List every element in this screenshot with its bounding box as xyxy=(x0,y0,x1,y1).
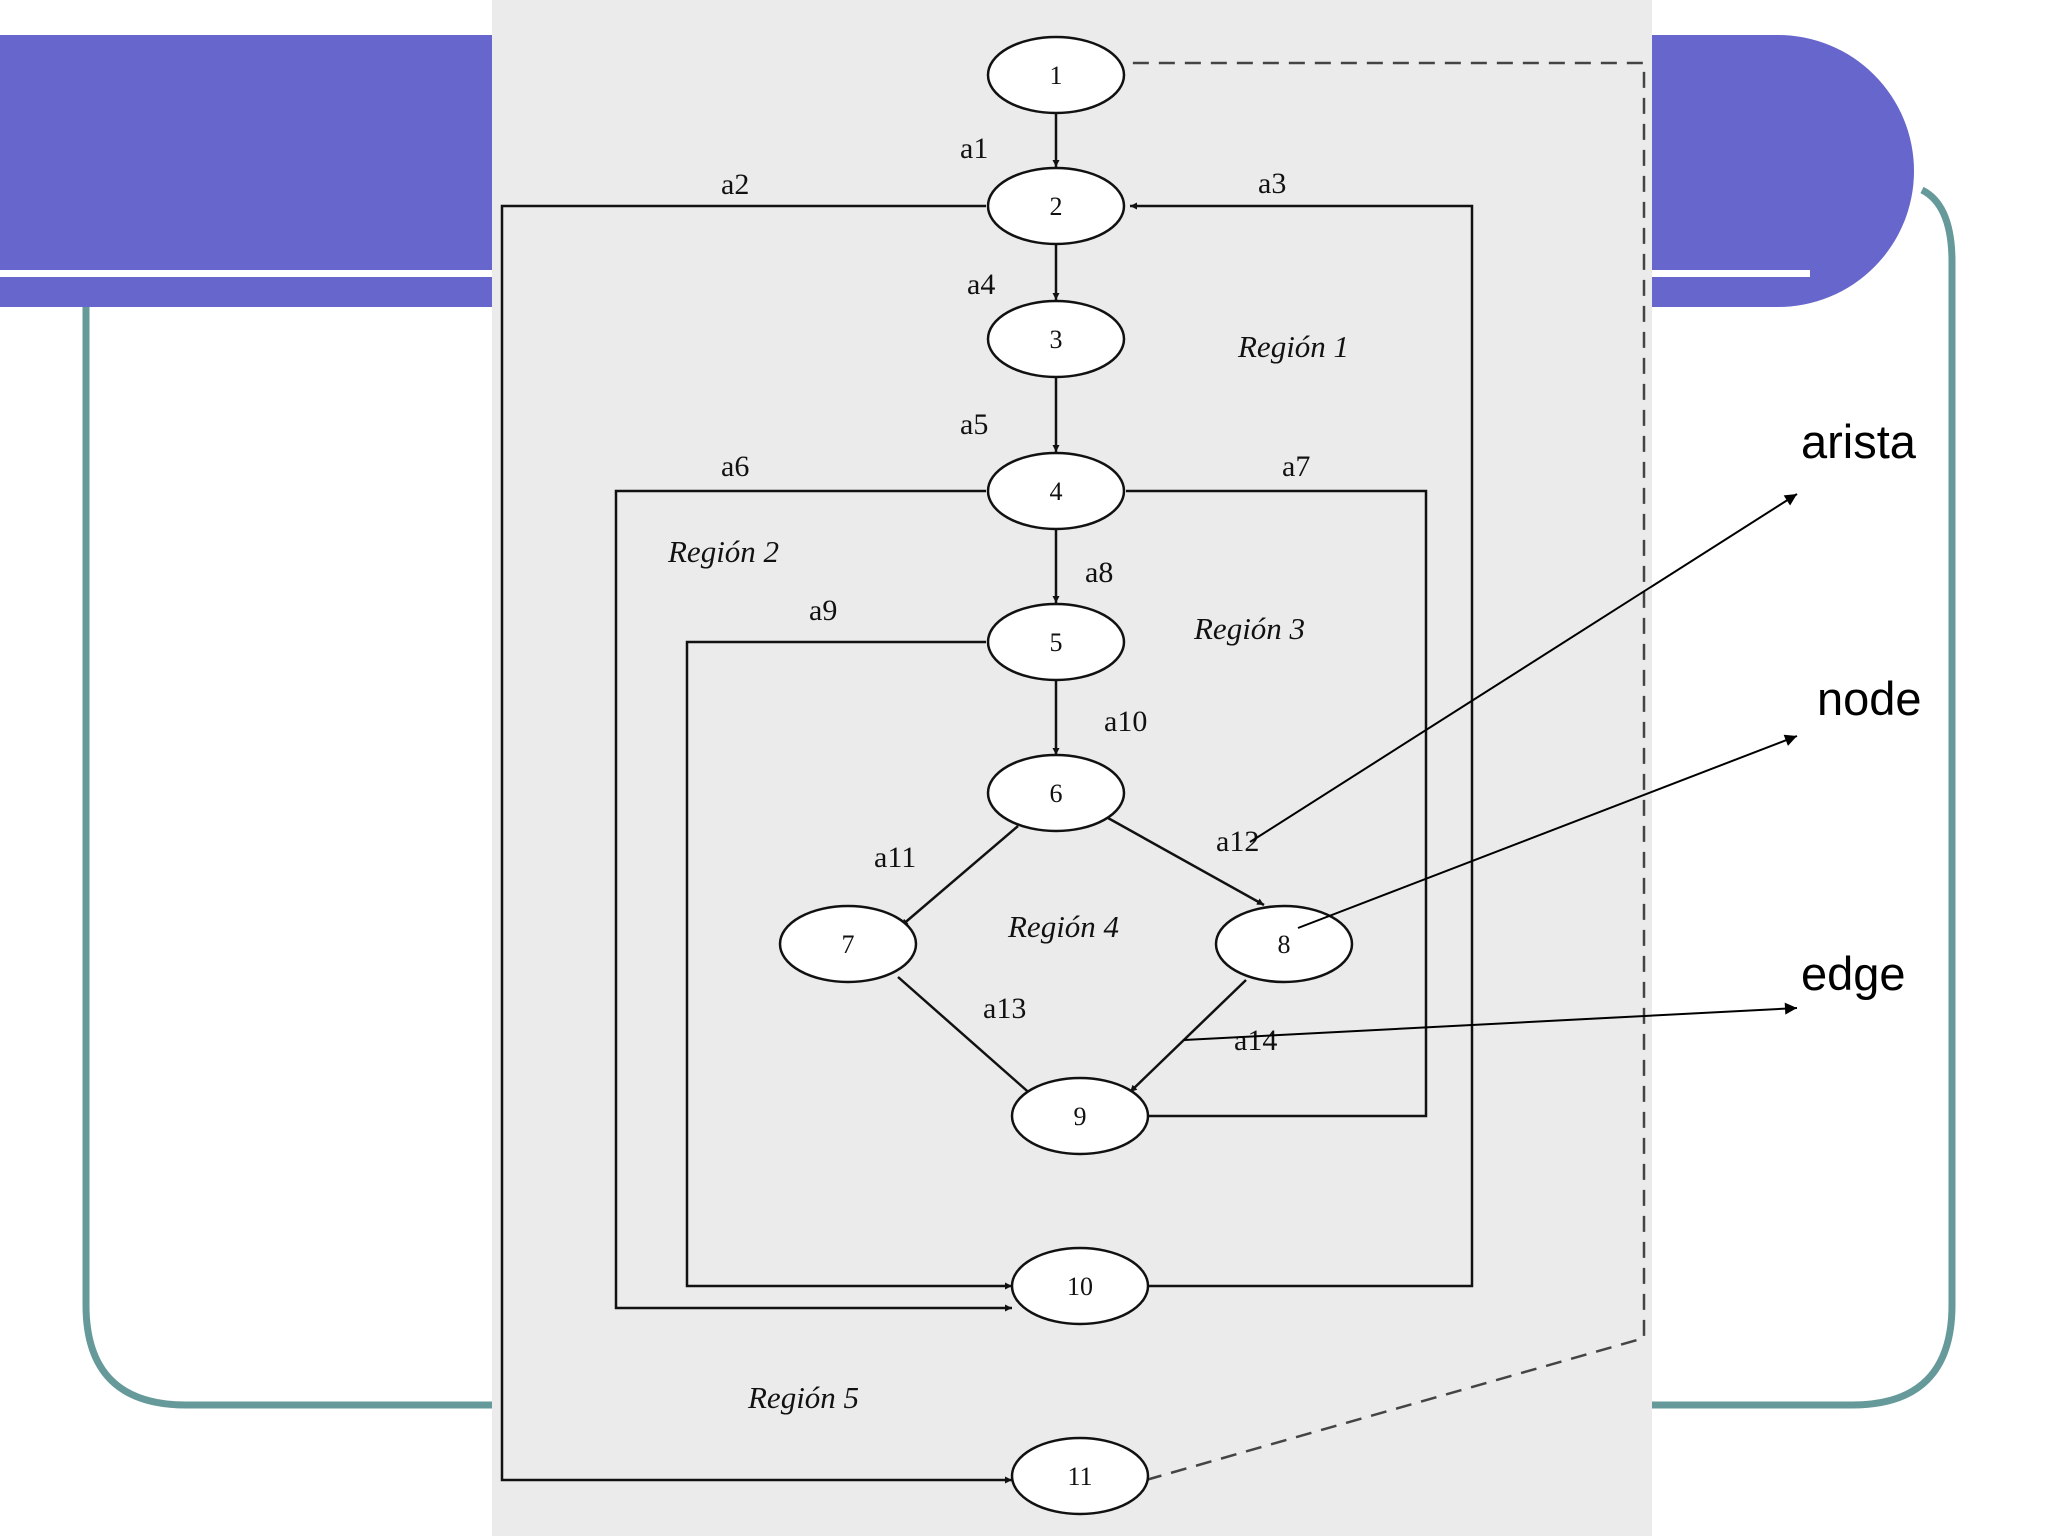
node-6: 6 xyxy=(986,753,1126,833)
node-11: 11 xyxy=(1010,1436,1150,1516)
node-shape xyxy=(986,166,1126,246)
node-group: 1 2 3 4 5 6 7 8 9 10 11 xyxy=(778,35,1354,1516)
edge-label-a13: a13 xyxy=(983,992,1026,1025)
node-shape xyxy=(986,602,1126,682)
edge-labels: a1 a2 a3 a4 a5 a6 a7 a8 a9 a10 a11 a12 a… xyxy=(721,132,1310,1057)
callout-arista-pointer xyxy=(1249,493,1798,843)
node-shape xyxy=(1010,1246,1150,1326)
edge-a9 xyxy=(685,640,1012,1290)
node-label: 6 xyxy=(1050,779,1063,808)
edge-a2 xyxy=(500,204,1012,1484)
node-shape xyxy=(986,299,1126,379)
node-shape xyxy=(986,35,1126,115)
edge-label-a14: a14 xyxy=(1234,1024,1277,1057)
node-label: 10 xyxy=(1067,1272,1093,1301)
edge-label-a3: a3 xyxy=(1258,167,1286,200)
callout-node-pointer xyxy=(1297,734,1798,929)
region-label-4: Región 4 xyxy=(1007,909,1119,944)
callouts: arista node edge xyxy=(1183,415,1922,1041)
edge-label-a9: a9 xyxy=(809,594,837,627)
edge-return-dashed xyxy=(1126,61,1646,1482)
edge-a13 xyxy=(897,976,1035,1098)
node-label: 1 xyxy=(1050,61,1063,90)
node-label: 4 xyxy=(1050,477,1063,506)
node-label: 5 xyxy=(1050,628,1063,657)
node-5: 5 xyxy=(986,602,1126,682)
edge-a11 xyxy=(900,825,1019,927)
node-label: 8 xyxy=(1278,930,1291,959)
node-7: 7 xyxy=(778,904,918,984)
node-10: 10 xyxy=(1010,1246,1150,1326)
node-label: 11 xyxy=(1067,1462,1092,1491)
edge-label-a2: a2 xyxy=(721,168,749,201)
region-label-3: Región 3 xyxy=(1193,611,1305,646)
node-3: 3 xyxy=(986,299,1126,379)
edge-label-a11: a11 xyxy=(874,841,916,874)
node-shape xyxy=(986,753,1126,833)
header-bar-cap xyxy=(1778,35,1914,307)
node-label: 3 xyxy=(1050,325,1063,354)
node-9: 9 xyxy=(1010,1076,1150,1156)
edge-label-a8: a8 xyxy=(1085,556,1113,589)
node-1: 1 xyxy=(986,35,1126,115)
edge-lines xyxy=(500,61,1646,1484)
node-label: 2 xyxy=(1050,192,1063,221)
region-label-2: Región 2 xyxy=(667,534,779,569)
edge-a14 xyxy=(1129,979,1247,1093)
teal-frame xyxy=(82,186,1956,1409)
region-labels: Región 1 Región 2 Región 3 Región 4 Regi… xyxy=(667,329,1349,1415)
edge-a6 xyxy=(614,489,1012,1312)
edge-a7 xyxy=(1126,489,1428,1118)
edge-label-a12: a12 xyxy=(1216,825,1259,858)
node-shape xyxy=(986,451,1126,531)
callout-edge-label: edge xyxy=(1801,947,1906,1000)
callout-arista-label: arista xyxy=(1801,415,1917,468)
region-label-5: Región 5 xyxy=(747,1380,859,1415)
node-shape xyxy=(1010,1436,1150,1516)
node-8: 8 xyxy=(1214,904,1354,984)
node-shape xyxy=(778,904,918,984)
edge-a3 xyxy=(1130,202,1474,1288)
node-label: 9 xyxy=(1074,1102,1087,1131)
edge-label-a7: a7 xyxy=(1282,450,1310,483)
callout-node-label: node xyxy=(1817,672,1922,725)
edge-label-a1: a1 xyxy=(960,132,988,165)
node-label: 7 xyxy=(842,930,855,959)
node-4: 4 xyxy=(986,451,1126,531)
edge-label-a5: a5 xyxy=(960,408,988,441)
node-shape xyxy=(1214,904,1354,984)
node-2: 2 xyxy=(986,166,1126,246)
edge-label-a10: a10 xyxy=(1104,705,1147,738)
edge-label-a6: a6 xyxy=(721,450,749,483)
node-shape xyxy=(1010,1076,1150,1156)
edge-a12 xyxy=(1107,816,1265,907)
callout-edge-pointer xyxy=(1183,1002,1798,1041)
region-label-1: Región 1 xyxy=(1237,329,1349,364)
edge-label-a4: a4 xyxy=(967,268,995,301)
